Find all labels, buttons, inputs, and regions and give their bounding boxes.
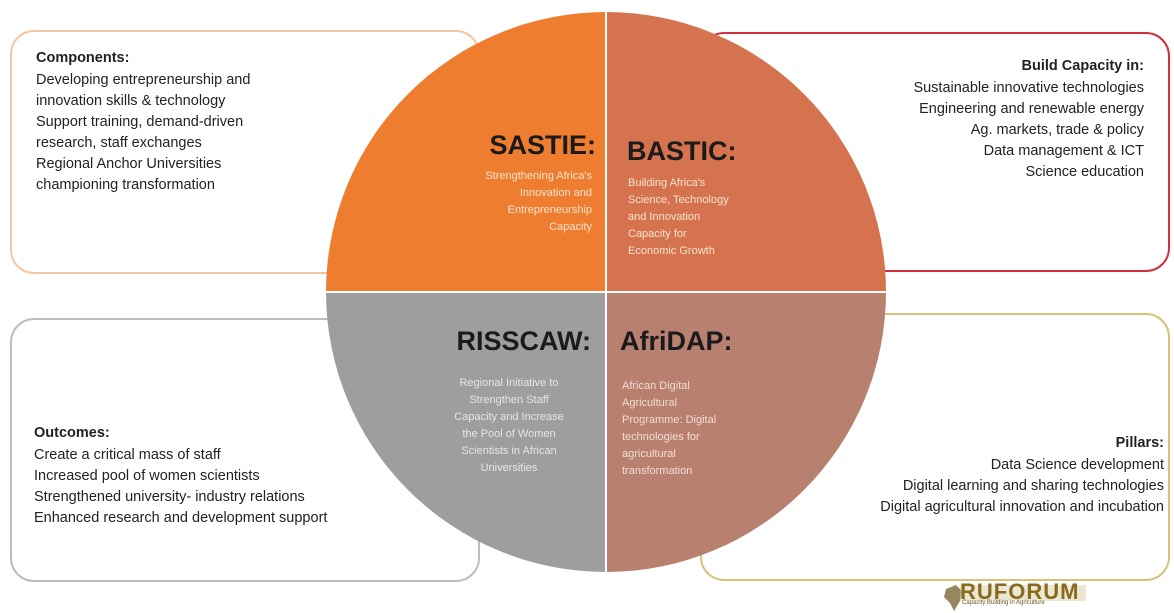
sastie-line: Strengthening Africa's (485, 170, 592, 182)
outcomes-heading: Outcomes: (34, 425, 110, 441)
pillars-item: Digital learning and sharing technologie… (902, 478, 1164, 494)
components-text: Components: Developing entrepreneurship … (36, 48, 250, 196)
components-item: Developing entrepreneurship and (36, 72, 251, 88)
afridap-line: technologies for (622, 431, 700, 443)
bastic-quadrant (606, 12, 886, 292)
risscaw-quadrant (326, 292, 606, 572)
afridap-title: AfriDAP: (620, 326, 733, 356)
bastic-title: BASTIC: (627, 136, 737, 166)
bastic-line: Building Africa's (628, 177, 706, 189)
outcomes-item: Enhanced research and development suppor… (34, 510, 328, 526)
pillars-item: Data Science development (990, 457, 1164, 473)
bastic-line: Science, Technology (628, 194, 729, 206)
build-capacity-heading: Build Capacity in: (1021, 58, 1144, 74)
sastie-line: Capacity (549, 221, 592, 233)
components-item: championing transformation (36, 177, 215, 193)
afridap-quadrant (606, 292, 886, 572)
risscaw-line: Universities (480, 462, 538, 474)
risscaw-line: Regional Initiative to (459, 377, 559, 389)
sastie-line: Innovation and (519, 187, 592, 199)
logo-tagline: Capacity Building in Agriculture (962, 600, 1045, 606)
outcomes-item: Strengthened university- industry relati… (34, 489, 305, 505)
risscaw-description: Regional Initiative to Strengthen Staff … (420, 375, 598, 477)
build-capacity-item: Engineering and renewable energy (919, 101, 1144, 117)
build-capacity-item: Data management & ICT (983, 143, 1144, 159)
components-item: research, staff exchanges (36, 135, 202, 151)
components-item: Support training, demand-driven (36, 114, 244, 130)
afridap-description: African Digital Agricultural Programme: … (622, 378, 782, 480)
bastic-line: and Innovation (628, 211, 701, 223)
components-item: innovation skills & technology (36, 93, 226, 109)
sastie-quadrant (326, 12, 606, 292)
build-capacity-item: Sustainable innovative technologies (913, 80, 1144, 96)
afridap-line: transformation (622, 465, 693, 477)
build-capacity-item: Science education (1025, 164, 1145, 180)
pillars-item: Digital agricultural innovation and incu… (880, 499, 1164, 515)
pillars-heading: Pillars: (1115, 435, 1164, 451)
risscaw-line: Capacity and Increase (454, 411, 564, 423)
outcomes-item: Increased pool of women scientists (34, 468, 260, 484)
bastic-description: Building Africa's Science, Technology an… (628, 175, 788, 260)
outcomes-text: Outcomes: Create a critical mass of staf… (34, 423, 327, 529)
bastic-line: Economic Growth (628, 245, 715, 257)
components-heading: Components: (36, 50, 130, 66)
sastie-description: Strengthening Africa's Innovation and En… (412, 168, 592, 236)
ruforum-logo-icon (944, 585, 1086, 611)
risscaw-title: RISSCAW: (456, 326, 591, 356)
afridap-line: Agricultural (622, 397, 678, 409)
risscaw-line: Strengthen Staff (469, 394, 549, 406)
build-capacity-text: Build Capacity in: Sustainable innovativ… (913, 56, 1144, 183)
afridap-line: Programme: Digital (622, 414, 717, 426)
sastie-title: SASTIE: (489, 130, 596, 160)
risscaw-line: Scientists in African (461, 445, 557, 457)
afridap-line: agricultural (622, 448, 676, 460)
pillars-text: Pillars: Data Science development Digita… (880, 433, 1164, 518)
components-item: Regional Anchor Universities (36, 156, 222, 172)
bastic-line: Capacity for (628, 228, 687, 240)
sastie-line: Entrepreneurship (507, 204, 592, 216)
risscaw-line: the Pool of Women (462, 428, 556, 440)
afridap-line: African Digital (622, 380, 690, 392)
build-capacity-item: Ag. markets, trade & policy (970, 122, 1144, 138)
outcomes-item: Create a critical mass of staff (34, 447, 221, 463)
logo-wordmark: RUFORUM (960, 579, 1080, 604)
